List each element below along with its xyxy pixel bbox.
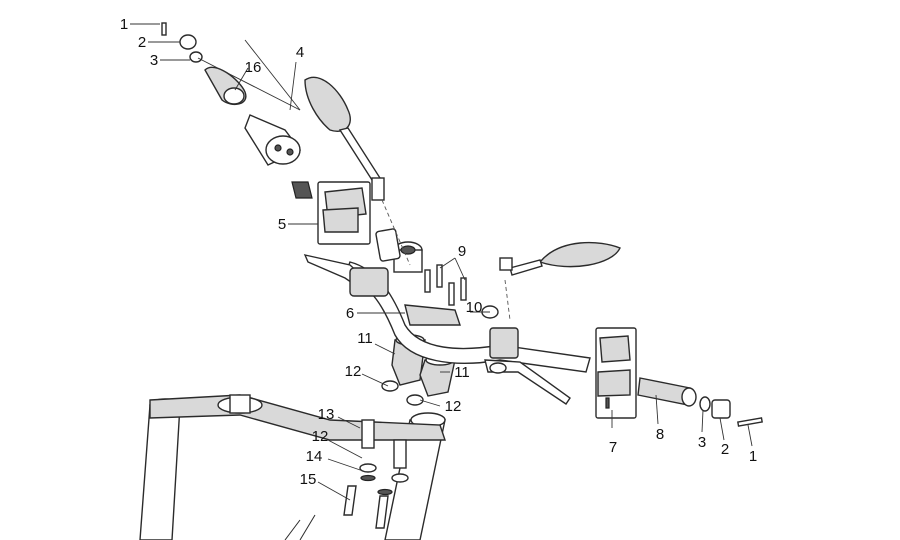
callout-9: 9 bbox=[458, 243, 466, 260]
upper-clamp bbox=[404, 264, 467, 326]
callout-10: 10 bbox=[466, 299, 483, 316]
callout-12-c: 12 bbox=[312, 428, 329, 445]
callout-6: 6 bbox=[346, 305, 354, 322]
callout-16: 16 bbox=[245, 59, 262, 76]
left-switch-housing bbox=[291, 181, 371, 245]
lower-clamp-hardware bbox=[343, 419, 409, 529]
right-lever-assembly bbox=[481, 305, 571, 405]
callout-4: 4 bbox=[296, 44, 304, 61]
callout-11-left: 11 bbox=[357, 330, 373, 347]
callout-8: 8 bbox=[656, 426, 664, 443]
callout-15: 15 bbox=[300, 471, 317, 488]
left-mirror bbox=[304, 76, 411, 266]
right-switch-housing bbox=[595, 327, 637, 419]
right-grip-assembly bbox=[637, 377, 763, 427]
callout-12-a: 12 bbox=[345, 363, 362, 380]
handlebar-tube bbox=[344, 261, 591, 373]
callout-labels: 1 2 3 16 4 5 9 6 10 11 11 12 12 13 12 14… bbox=[120, 16, 757, 488]
callout-13: 13 bbox=[318, 406, 335, 423]
right-mirror bbox=[499, 241, 621, 321]
callout-2-right: 2 bbox=[721, 441, 729, 458]
callout-1-right: 1 bbox=[749, 448, 757, 465]
callout-2-left: 2 bbox=[138, 34, 146, 51]
callout-1-left: 1 bbox=[120, 16, 128, 33]
callout-5: 5 bbox=[278, 216, 286, 233]
callout-14: 14 bbox=[306, 448, 323, 465]
callout-7: 7 bbox=[609, 439, 617, 456]
leader-lines bbox=[130, 23, 753, 501]
callout-3-left: 3 bbox=[150, 52, 158, 69]
callout-12-b: 12 bbox=[445, 398, 462, 415]
callout-3-right: 3 bbox=[698, 434, 706, 451]
throttle-and-grip bbox=[161, 22, 302, 166]
callout-11-right: 11 bbox=[454, 364, 470, 381]
